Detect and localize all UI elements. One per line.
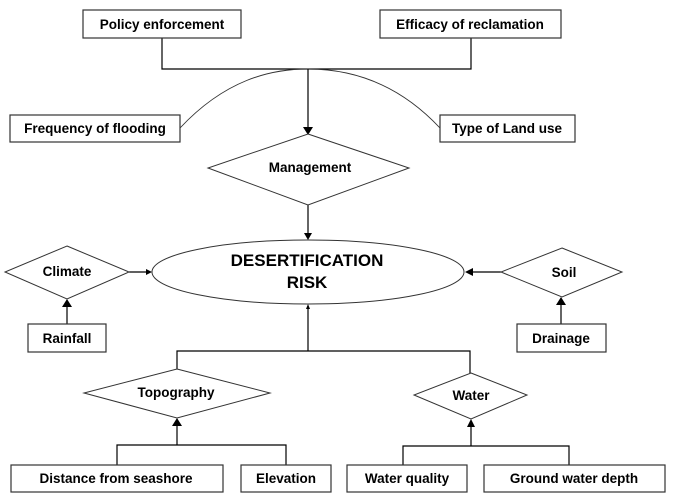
label-water: Water xyxy=(452,388,490,403)
label-drainage: Drainage xyxy=(532,331,590,346)
node-policy-enforcement: Policy enforcement xyxy=(82,9,242,39)
label-topography: Topography xyxy=(138,385,215,400)
node-elevation: Elevation xyxy=(240,464,332,493)
label-soil: Soil xyxy=(552,265,577,280)
label-water-quality: Water quality xyxy=(365,471,450,486)
connector-water-inputs xyxy=(402,445,570,465)
connector-topography-water xyxy=(176,350,471,373)
label-type-of-land-use: Type of Land use xyxy=(452,121,563,136)
node-climate: Climate xyxy=(3,245,131,300)
node-water: Water xyxy=(412,372,529,420)
arrowhead-soil xyxy=(556,297,566,305)
node-ground-water-depth: Ground water depth xyxy=(483,464,666,493)
arrowhead-risk-left xyxy=(146,269,152,275)
node-type-of-land-use: Type of Land use xyxy=(439,114,576,143)
arc-flooding-landuse xyxy=(179,68,441,129)
node-efficacy-of-reclamation: Efficacy of reclamation xyxy=(379,9,562,39)
arrowhead-risk-bottom xyxy=(306,304,310,309)
node-distance-from-seashore: Distance from seashore xyxy=(10,464,224,493)
arrowhead-management xyxy=(303,127,313,135)
arrowhead-climate xyxy=(62,299,72,307)
label-rainfall: Rainfall xyxy=(43,331,92,346)
arrowhead-risk-top xyxy=(304,233,312,240)
node-desertification-risk: DESERTIFICATION RISK xyxy=(151,239,465,305)
node-soil: Soil xyxy=(499,247,624,298)
node-frequency-of-flooding: Frequency of flooding xyxy=(9,114,181,143)
node-rainfall: Rainfall xyxy=(27,323,107,353)
arrowhead-topography xyxy=(172,418,182,426)
arrowhead-water xyxy=(467,419,475,427)
label-management: Management xyxy=(269,160,352,175)
node-drainage: Drainage xyxy=(516,323,607,353)
label-risk-line2: RISK xyxy=(287,273,328,292)
label-climate: Climate xyxy=(43,264,92,279)
label-distance-from-seashore: Distance from seashore xyxy=(39,471,193,486)
label-frequency-of-flooding: Frequency of flooding xyxy=(24,121,166,136)
node-management: Management xyxy=(206,133,411,206)
node-topography: Topography xyxy=(82,368,272,419)
node-water-quality: Water quality xyxy=(346,464,468,493)
label-efficacy-of-reclamation: Efficacy of reclamation xyxy=(396,17,544,32)
connector-topography-inputs xyxy=(116,444,287,465)
connector-policy xyxy=(161,38,472,70)
arrowhead-risk-right xyxy=(465,268,473,276)
label-risk-line1: DESERTIFICATION xyxy=(231,251,384,270)
label-policy-enforcement: Policy enforcement xyxy=(100,17,225,32)
label-elevation: Elevation xyxy=(256,471,316,486)
label-ground-water-depth: Ground water depth xyxy=(510,471,638,486)
